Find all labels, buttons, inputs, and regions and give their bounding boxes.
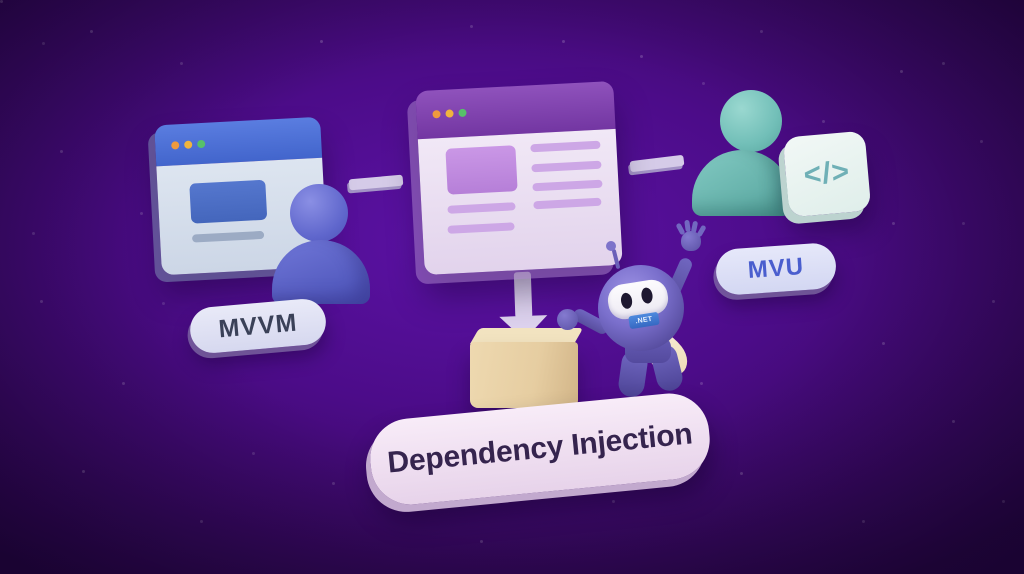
window-dot-green [196,139,206,148]
window-dot-amber [184,139,193,149]
code-icon: </> [802,155,852,192]
robot-eye-left [619,292,634,310]
robot-antenna [611,248,621,270]
user-figure-teal [688,88,798,218]
label-pill-mvvm: MVVM [188,297,328,355]
content-placeholder-line [447,202,516,214]
user-head [720,90,782,152]
content-placeholder-line [530,140,601,153]
window-dot-green [458,108,467,118]
window-dot-orange [432,110,441,119]
content-placeholder-line [447,222,515,234]
user-figure-blue [266,182,376,307]
code-icon-box: </> [782,130,872,218]
dependency-injection-label: Dependency Injection [386,417,694,480]
arrow-shaft [513,271,533,319]
dash-connector-right [629,154,685,173]
content-placeholder-line [533,197,602,210]
mvu-label: MVU [746,253,806,284]
content-placeholder-line [191,230,265,243]
dotnet-badge-label: .NET [634,315,654,326]
content-placeholder-line [532,179,603,192]
content-placeholder-block [445,145,518,195]
robot-eye-right [640,286,654,305]
user-body [692,150,792,216]
user-body [272,240,370,304]
content-placeholder-line [531,160,602,173]
robot-finger [696,224,707,238]
robot-antenna-tip [606,241,616,251]
robot-fist [557,309,578,330]
star-field [0,0,3,3]
window-dot-amber [445,109,454,118]
window-dot-orange [171,140,180,150]
mvvm-label: MVVM [217,308,299,343]
content-placeholder-block [189,179,268,224]
robot-head: .NET [598,265,684,351]
robot-finger [684,219,691,233]
user-head [290,184,348,242]
dotnet-bot-mascot: .NET [540,215,725,410]
label-pill-mvu: MVU [714,241,838,297]
label-pill-dependency-injection: Dependency Injection [366,389,714,509]
